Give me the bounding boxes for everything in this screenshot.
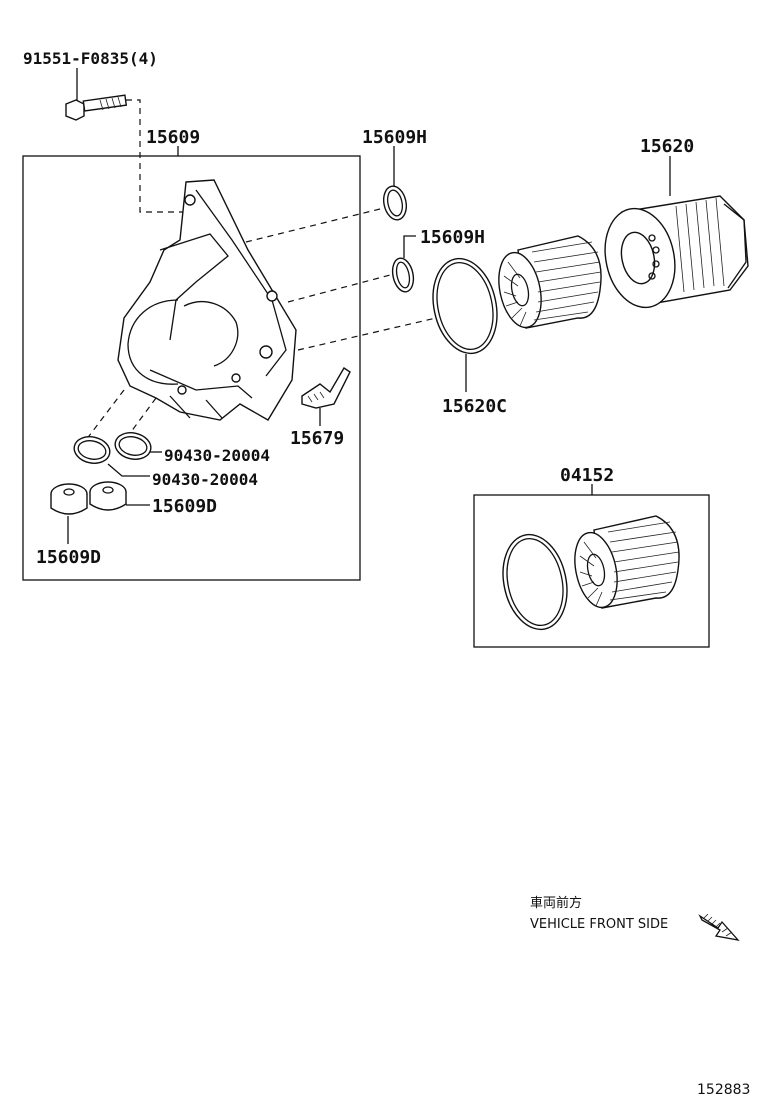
plug-right-label: 15609D xyxy=(152,496,217,517)
oring-mid-leader xyxy=(403,235,416,258)
plug-left-part xyxy=(50,483,88,515)
arrow-icon xyxy=(698,913,740,941)
direction-note-english: VEHICLE FRONT SIDE xyxy=(530,917,668,932)
oring-mid-part xyxy=(391,257,415,293)
clip-part xyxy=(301,367,351,409)
bolt-part xyxy=(65,94,128,121)
filter-element-part xyxy=(498,235,602,329)
bolt-dash xyxy=(126,99,188,213)
gasket-part xyxy=(432,257,498,355)
dash-gasket xyxy=(297,317,437,351)
oring-b-part xyxy=(114,432,152,460)
page-number: 152883 xyxy=(697,1082,750,1098)
oring-b-label: 90430-20004 xyxy=(164,446,270,465)
dash-oring-mid xyxy=(287,273,395,303)
kit-element-part xyxy=(574,515,680,609)
dash-oring-top xyxy=(245,207,385,243)
cap-part xyxy=(604,195,749,309)
element-kit-label: 04152 xyxy=(560,465,614,486)
direction-note-japanese: 車両前方 xyxy=(530,895,582,911)
housing-label: 15609 xyxy=(146,127,200,148)
plug-left-label: 15609D xyxy=(36,547,101,568)
dash-oring-a xyxy=(85,389,125,441)
bolt-label: 91551-F0835(4) xyxy=(23,49,158,68)
oring-a-leader xyxy=(107,463,150,477)
oring-top-label: 15609H xyxy=(362,127,427,148)
plug-right-part xyxy=(89,481,127,511)
oring-mid-label: 15609H xyxy=(420,227,485,248)
gasket-label: 15620C xyxy=(442,396,507,417)
clip-label: 15679 xyxy=(290,428,344,449)
housing-part xyxy=(117,179,297,421)
oring-a-part xyxy=(73,436,111,464)
dash-oring-b xyxy=(127,397,157,437)
oring-top-part xyxy=(382,185,408,221)
housing-group-box xyxy=(22,155,361,581)
oring-a-label: 90430-20004 xyxy=(152,470,258,489)
cap-label: 15620 xyxy=(640,136,694,157)
kit-gasket-part xyxy=(502,533,568,631)
